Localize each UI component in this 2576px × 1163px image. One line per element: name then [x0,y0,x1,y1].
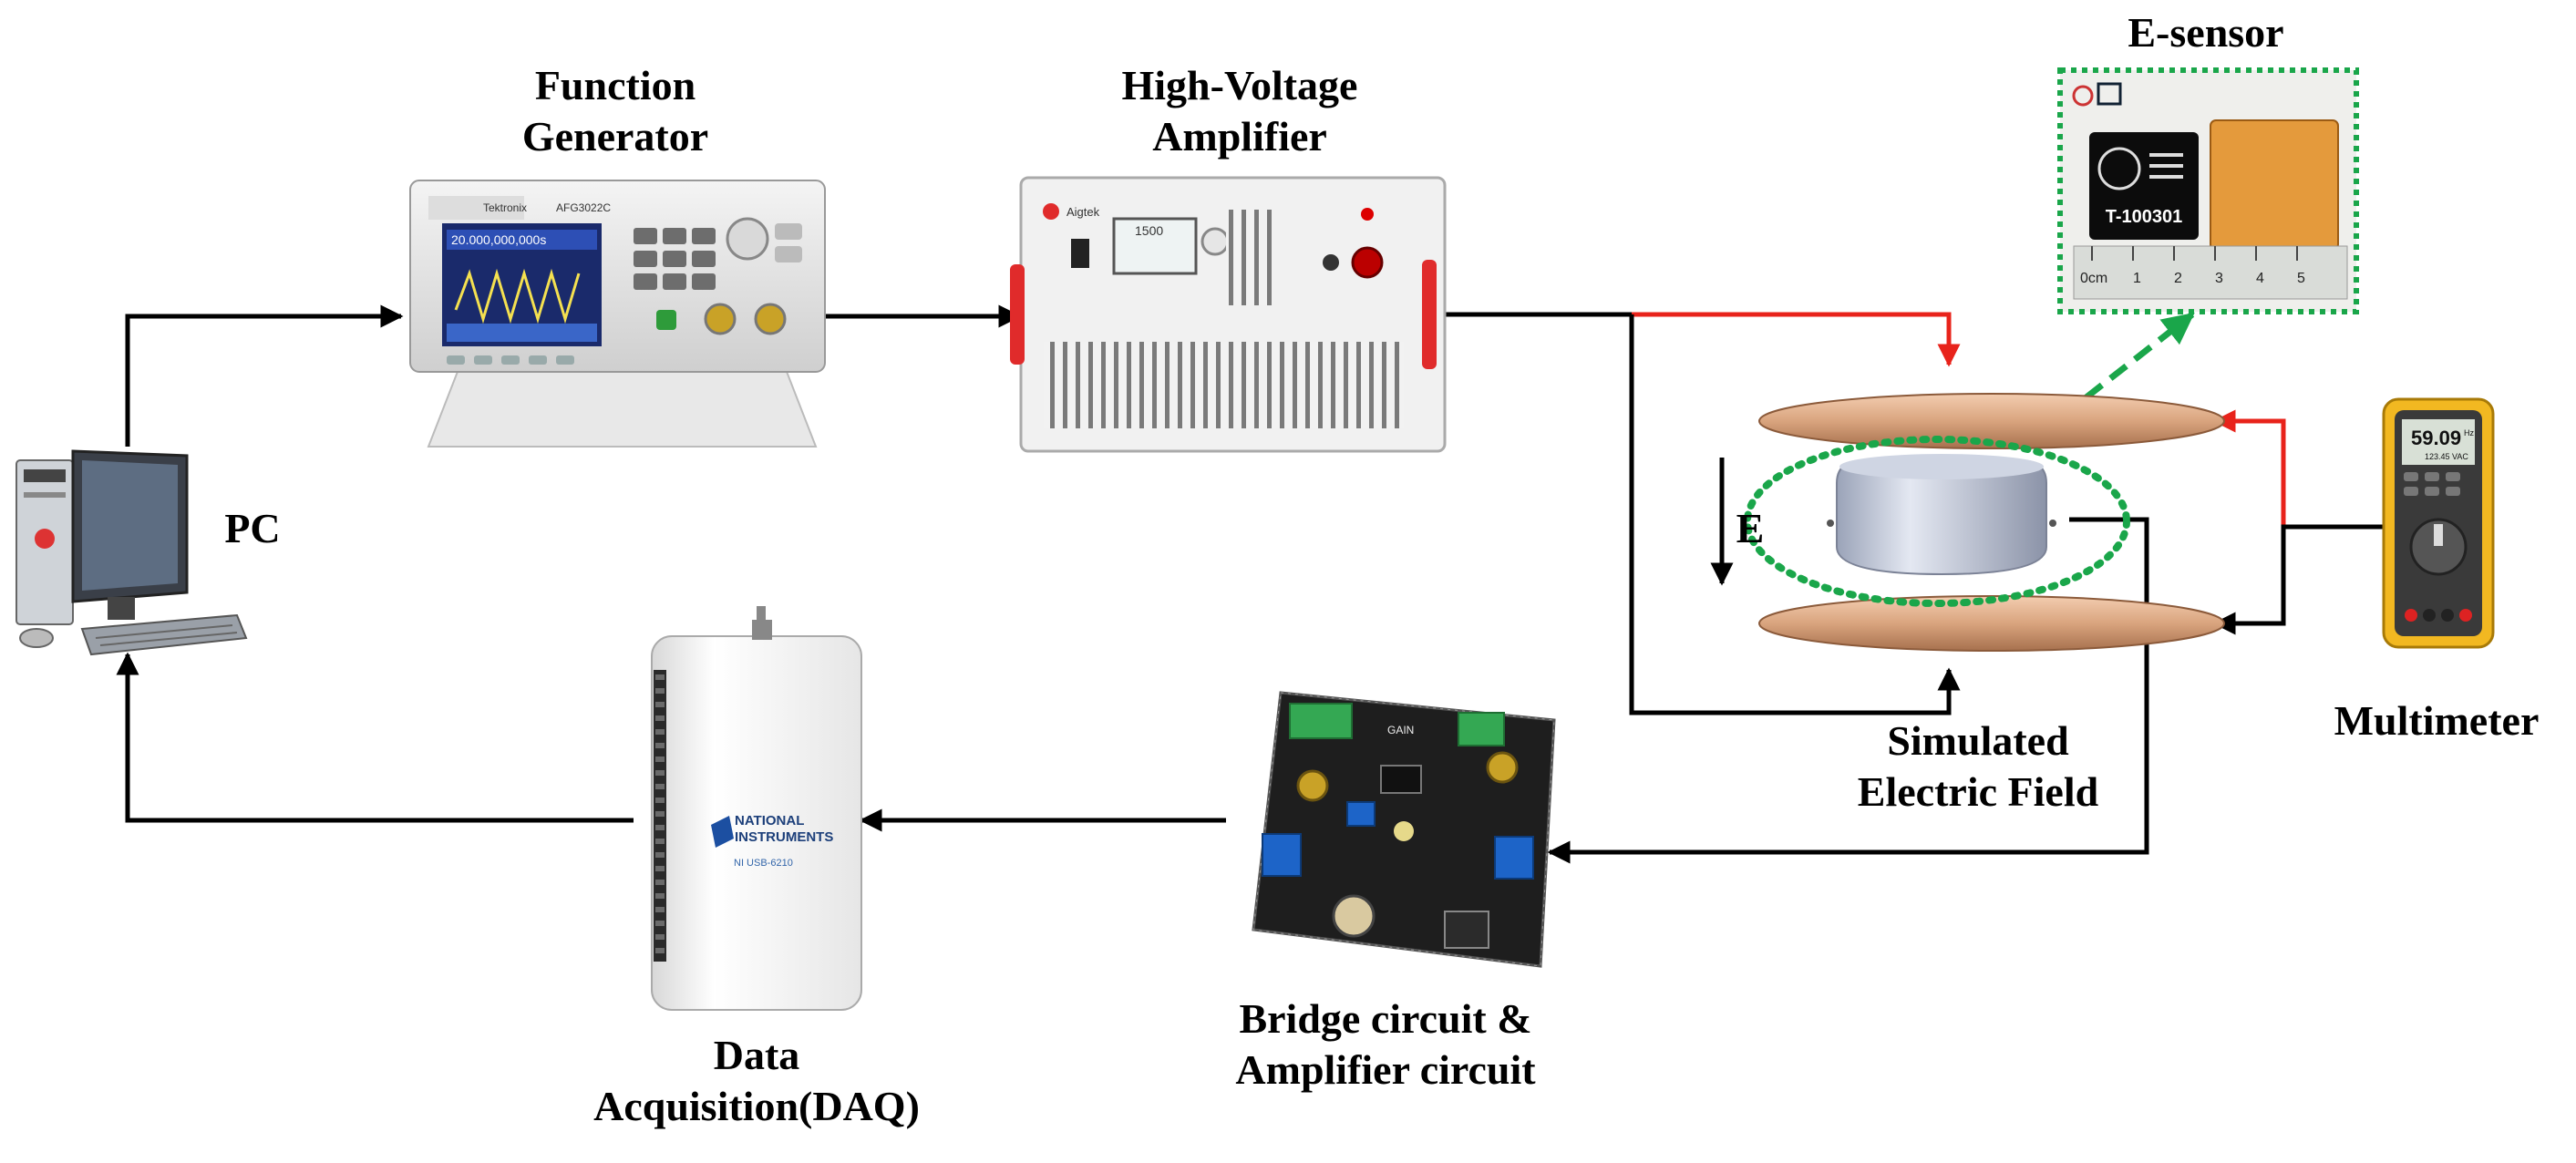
bridge-circuit-board: GAIN [1252,691,1556,968]
pc-label: PC [224,505,281,551]
svg-text:NATIONAL: NATIONAL [735,813,804,829]
simulated-field-setup [1710,393,2225,652]
svg-text:Aigtek: Aigtek [1066,205,1100,219]
sensor-highlight [1744,436,2130,607]
svg-text:NI USB-6210: NI USB-6210 [734,858,793,869]
svg-text:20.000,000,000s: 20.000,000,000s [451,232,546,247]
bridge-circuit-label: Bridge circuit & Amplifier circuit [1235,995,1536,1093]
svg-text:T-100301: T-100301 [2106,207,2183,227]
top-electrode-plate [1758,393,2225,449]
svg-text:1: 1 [2133,271,2141,286]
svg-text:AFG3022C: AFG3022C [556,201,611,214]
svg-text:2: 2 [2174,271,2182,286]
svg-text:3: 3 [2215,271,2223,286]
svg-text:GAIN: GAIN [1387,724,1414,736]
wire-daq-to-pc [116,652,634,823]
multimeter-label: Multimeter [2334,697,2540,744]
svg-text:59.09: 59.09 [2411,427,2461,449]
svg-text:0cm: 0cm [2080,271,2107,286]
field-symbol-label: E [1736,505,1765,551]
pc-illustration [15,449,248,656]
function-generator-label: Function Generator [521,62,709,160]
svg-text:1500: 1500 [1135,223,1163,238]
svg-text:Tektronix: Tektronix [483,201,527,214]
daq-illustration: NATIONAL INSTRUMENTS NI USB-6210 [651,606,862,1011]
wire-multimeter-black [2212,524,2384,635]
daq-label: Data Acquisition(DAQ) [593,1032,920,1129]
wire-black-to-bottom-plate [1629,314,1961,715]
svg-text:Hz: Hz [2464,428,2474,437]
function-generator-illustration: 20.000,000,000s Tektronix AFG3022C [409,180,826,448]
bottom-electrode-plate [1758,595,2225,652]
wire-red-to-top-plate [1632,312,1961,367]
svg-text:INSTRUMENTS: INSTRUMENTS [735,829,833,845]
multimeter-illustration: 59.09 Hz 123.45 VAC [2382,397,2495,649]
svg-text:5: 5 [2297,271,2305,286]
e-sensor-label: E-sensor [2128,9,2284,56]
svg-text:123.45 VAC: 123.45 VAC [2425,452,2468,461]
wire-multimeter-red [2212,409,2384,530]
hv-amplifier-label: High-Voltage Amplifier [1121,62,1358,160]
svg-text:4: 4 [2256,271,2264,286]
wire-pc-to-function-generator [125,304,404,447]
wire-sensor-to-bridge [1547,517,2149,864]
hv-amplifier-illustration: Aigtek 1500 [1010,176,1447,453]
simulated-field-label: Simulated Electric Field [1857,717,2099,815]
e-sensor-photo: T-100301 0cm 1 2 3 4 5 [2057,67,2359,314]
